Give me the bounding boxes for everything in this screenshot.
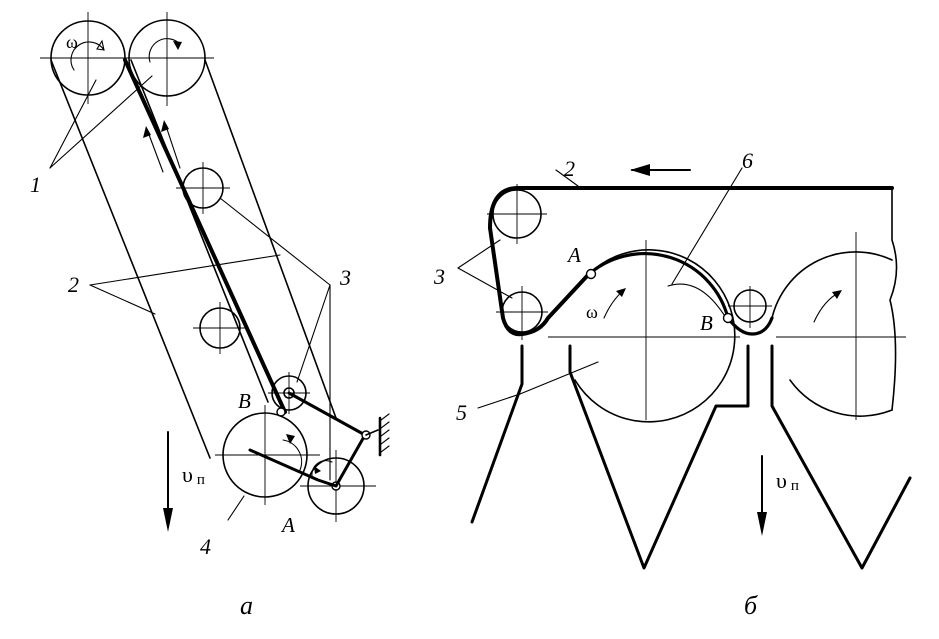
drum-right: [772, 232, 906, 420]
middle-small-roller: [728, 286, 772, 328]
figure-a: ω: [30, 12, 389, 620]
caption-b: б: [744, 591, 758, 620]
leader-1b: [50, 76, 152, 168]
belt-return-line: [131, 60, 268, 402]
caption-a: а: [240, 591, 253, 620]
label-3-a: 3: [339, 265, 351, 290]
leader-4: [228, 496, 244, 520]
label-point-a-a: A: [280, 513, 295, 537]
figure-b: ω 2 3 5 6: [433, 148, 910, 620]
hopper-right: [772, 346, 910, 568]
label-3-b: 3: [433, 264, 445, 289]
hopper-center: [570, 346, 748, 568]
label-point-b-a: B: [238, 389, 251, 413]
upper-idler-roller: [176, 162, 230, 214]
label-1: 1: [30, 172, 41, 197]
label-4: 4: [200, 534, 211, 559]
label-point-b-b: B: [700, 311, 713, 335]
label-5: 5: [456, 400, 467, 425]
point-a-b: [587, 270, 596, 279]
label-omega-a: ω: [66, 32, 78, 52]
label-omega-b: ω: [586, 302, 598, 322]
linkage-arm-upper: [289, 393, 365, 435]
leader-2b: [90, 285, 155, 314]
leader-3b: [297, 285, 330, 382]
label-point-a-b: A: [566, 243, 581, 267]
hopper-wall-left: [472, 346, 522, 522]
leader-2: [90, 255, 280, 285]
label-6: 6: [742, 148, 753, 173]
point-b-b: [724, 314, 733, 323]
leader-3a: [220, 198, 330, 285]
drive-drum: [215, 405, 320, 505]
label-2-a: 2: [68, 272, 79, 297]
frame-edge: [890, 188, 897, 410]
main-belt: [125, 60, 285, 412]
upper-guide-roller: [487, 184, 547, 244]
belt-2: [490, 188, 892, 228]
leader-6: [668, 284, 726, 318]
hatch-icon: [381, 414, 389, 452]
frame-right-line: [205, 60, 336, 418]
